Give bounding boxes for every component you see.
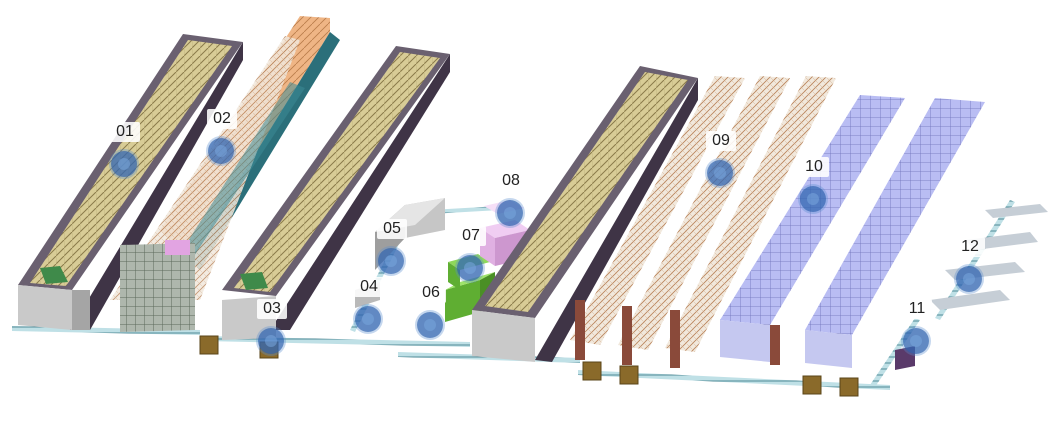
zone-label-10: 10 xyxy=(799,157,829,177)
marker-dot xyxy=(497,200,523,226)
rack-building-02 xyxy=(110,16,340,332)
rack-building-03 xyxy=(222,46,450,340)
marker-dot xyxy=(457,255,483,281)
marker-dot xyxy=(378,248,404,274)
zone-label-01: 01 xyxy=(110,122,140,142)
marker-dot xyxy=(956,266,982,292)
marker-dot xyxy=(903,328,929,354)
zone-label-06: 06 xyxy=(416,283,446,303)
zone-label-05: 05 xyxy=(377,219,407,239)
marker-dot xyxy=(208,138,234,164)
rack-block-10 xyxy=(720,95,985,368)
zone-label-02: 02 xyxy=(207,109,237,129)
zone-label-11: 11 xyxy=(902,299,932,319)
marker-dot xyxy=(258,328,284,354)
zone-label-12: 12 xyxy=(955,237,985,257)
marker-dot xyxy=(417,312,443,338)
rack-building-09a xyxy=(472,66,698,362)
zone-label-08: 08 xyxy=(496,171,526,191)
rack-block-09 xyxy=(570,76,836,368)
marker-dot xyxy=(800,186,826,212)
zone-label-07: 07 xyxy=(456,226,486,246)
zone-label-03: 03 xyxy=(257,299,287,319)
marker-dot xyxy=(111,151,137,177)
zone-label-04: 04 xyxy=(354,277,384,297)
marker-dot xyxy=(355,306,381,332)
marker-dot xyxy=(707,160,733,186)
zone-label-09: 09 xyxy=(706,131,736,151)
